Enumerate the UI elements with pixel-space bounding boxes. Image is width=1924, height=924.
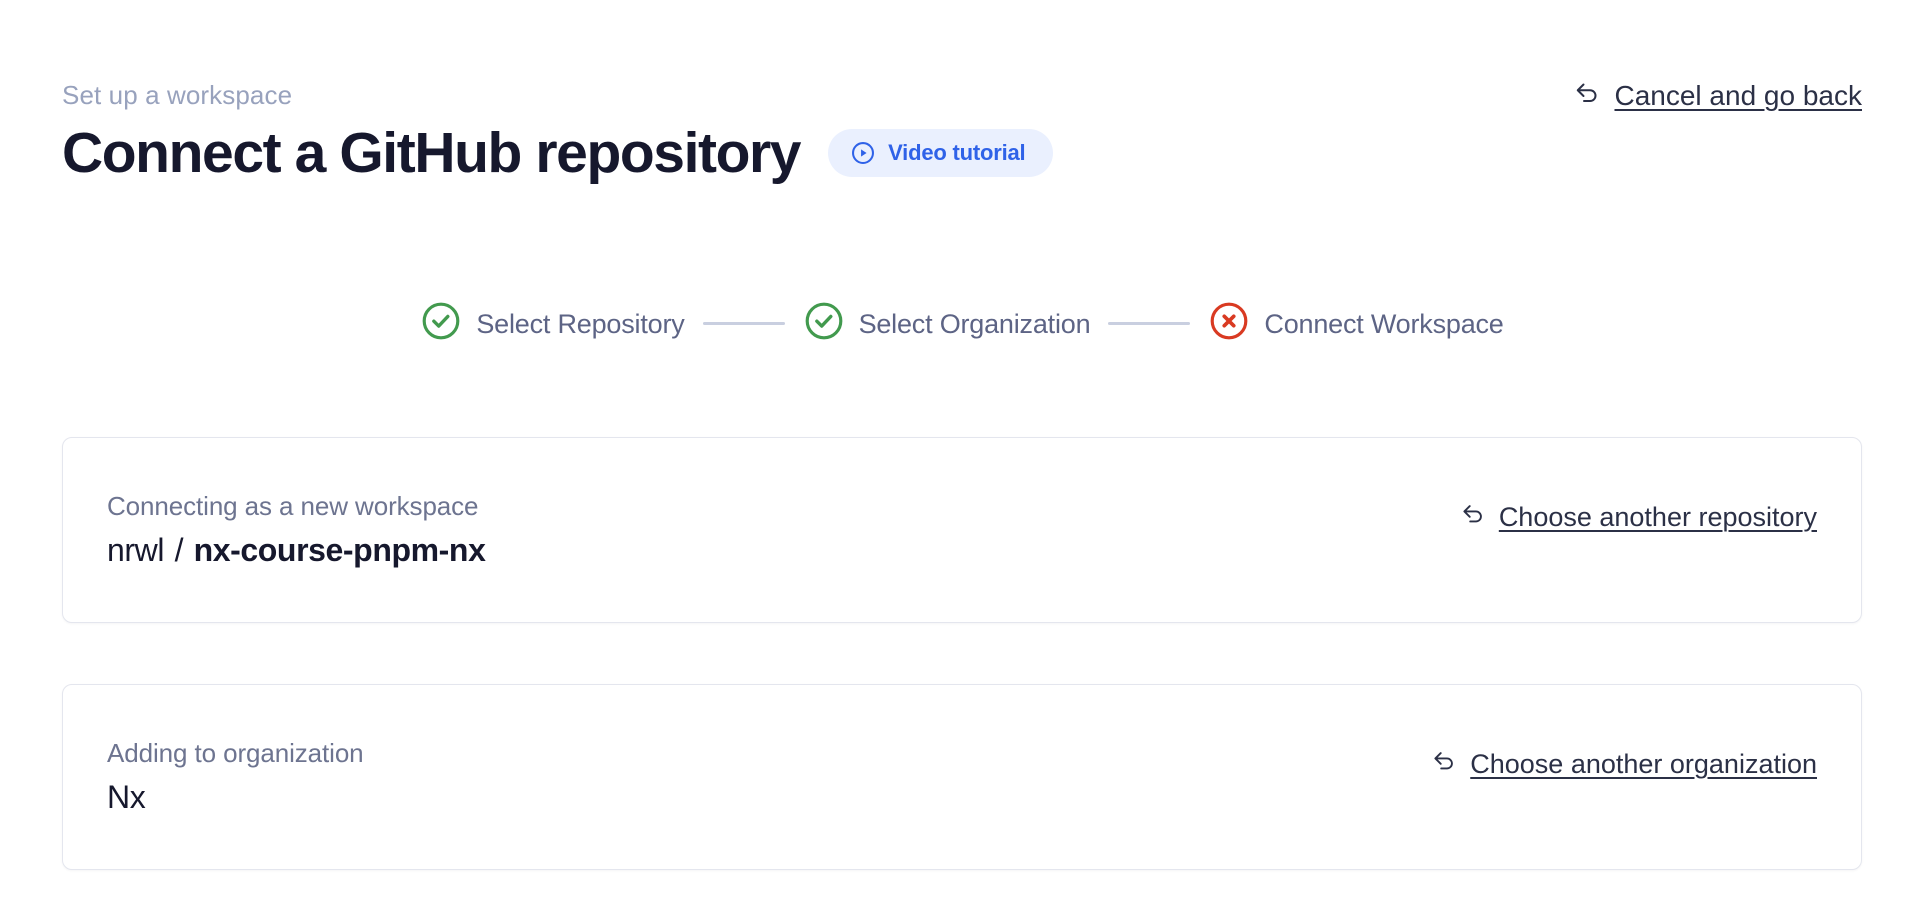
- step-connector: [702, 322, 785, 325]
- step-connector: [1108, 322, 1191, 325]
- repository-name: nx-course-pnpm-nx: [193, 532, 486, 568]
- repository-card: Connecting as a new workspace nrwl / nx-…: [62, 437, 1862, 623]
- play-circle-icon: [850, 140, 876, 166]
- step-label: Connect Workspace: [1264, 308, 1504, 339]
- x-circle-icon: [1208, 300, 1250, 347]
- step-label: Select Repository: [476, 308, 685, 339]
- organization-card-caption: Adding to organization: [107, 738, 364, 768]
- video-tutorial-label: Video tutorial: [888, 140, 1026, 165]
- breadcrumb: Set up a workspace: [62, 80, 293, 110]
- organization-card-text: Adding to organization Nx: [107, 737, 364, 817]
- cancel-and-go-back-link[interactable]: Cancel and go back: [1572, 78, 1862, 113]
- repository-card-text: Connecting as a new workspace nrwl / nx-…: [107, 490, 486, 570]
- video-tutorial-button[interactable]: Video tutorial: [828, 129, 1054, 177]
- back-arrow-icon: [1459, 500, 1487, 533]
- choose-another-repository-link[interactable]: Choose another repository: [1459, 500, 1817, 533]
- choose-another-organization-label: Choose another organization: [1470, 748, 1817, 779]
- choose-another-repository-label: Choose another repository: [1498, 501, 1817, 532]
- repository-card-inner: Connecting as a new workspace nrwl / nx-…: [63, 438, 1861, 622]
- page-header: Set up a workspace Connect a GitHub repo…: [62, 78, 1862, 198]
- repository-card-value: nrwl / nx-course-pnpm-nx: [107, 530, 486, 570]
- back-arrow-icon: [1430, 747, 1458, 780]
- step-select-repository[interactable]: Select Repository: [420, 300, 685, 347]
- organization-card: Adding to organization Nx Choose another…: [62, 684, 1862, 870]
- repository-card-caption: Connecting as a new workspace: [107, 491, 479, 521]
- step-select-organization[interactable]: Select Organization: [803, 300, 1091, 347]
- repository-separator: /: [174, 532, 184, 568]
- step-label: Select Organization: [858, 308, 1091, 339]
- cancel-and-go-back-label: Cancel and go back: [1614, 79, 1862, 111]
- page-title: Connect a GitHub repository: [62, 121, 802, 185]
- organization-card-value: Nx: [107, 779, 146, 815]
- title-row: Connect a GitHub repository Video tutori…: [62, 120, 1862, 186]
- step-connect-workspace[interactable]: Connect Workspace: [1208, 300, 1504, 347]
- back-arrow-icon: [1572, 78, 1602, 113]
- check-circle-icon: [420, 300, 462, 347]
- repository-owner: nrwl: [107, 532, 165, 568]
- organization-card-inner: Adding to organization Nx Choose another…: [63, 685, 1861, 869]
- check-circle-icon: [803, 300, 845, 347]
- choose-another-organization-link[interactable]: Choose another organization: [1430, 747, 1817, 780]
- progress-stepper: Select Repository Select Organization Co…: [0, 300, 1924, 347]
